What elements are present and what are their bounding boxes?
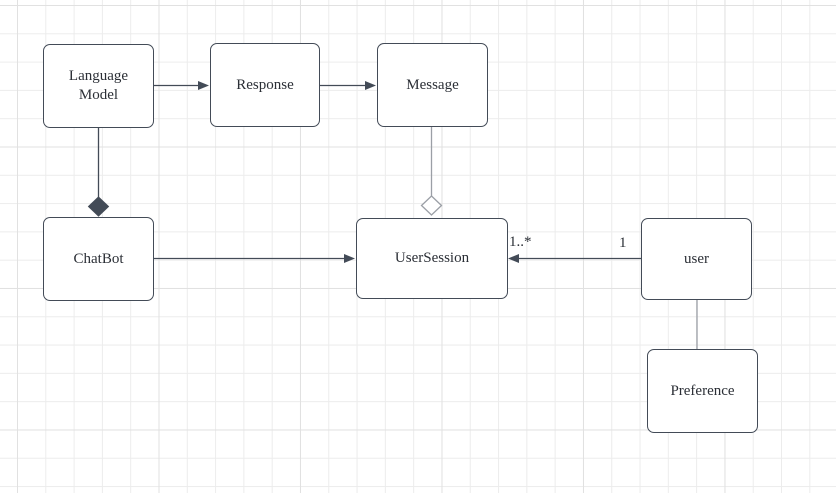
node-chatbot[interactable]: ChatBot [43, 217, 154, 301]
node-label: Language Model [68, 68, 129, 103]
multiplicity-label-user-end: 1 [619, 235, 627, 251]
node-label: UserSession [394, 250, 470, 267]
edge-chatbot-usersession[interactable] [154, 254, 355, 263]
node-label: ChatBot [73, 250, 124, 267]
arrowhead-right-icon [365, 81, 376, 90]
node-label: Response [236, 76, 294, 93]
node-preference[interactable]: Preference [647, 349, 758, 433]
node-language-model[interactable]: Language Model [43, 44, 154, 128]
node-label: user [684, 250, 709, 267]
node-label: Preference [670, 382, 735, 399]
composition-diamond-icon [87, 196, 110, 217]
aggregation-diamond-icon [420, 195, 443, 216]
node-user[interactable]: user [641, 218, 752, 300]
edge-language-model-response[interactable] [154, 81, 209, 90]
edge-user-usersession[interactable] [508, 254, 641, 263]
node-label: Message [406, 76, 459, 93]
node-response[interactable]: Response [210, 43, 320, 127]
edge-response-message[interactable] [320, 81, 376, 90]
arrowhead-left-icon [508, 254, 519, 263]
edge-chatbot-language-model-composition[interactable] [87, 128, 110, 217]
multiplicity-label-usersession-end: 1..* [509, 234, 532, 250]
arrowhead-right-icon [198, 81, 209, 90]
node-usersession[interactable]: UserSession [356, 218, 508, 299]
edge-usersession-message-aggregation[interactable] [420, 127, 443, 216]
node-message[interactable]: Message [377, 43, 488, 127]
arrowhead-right-icon [344, 254, 355, 263]
